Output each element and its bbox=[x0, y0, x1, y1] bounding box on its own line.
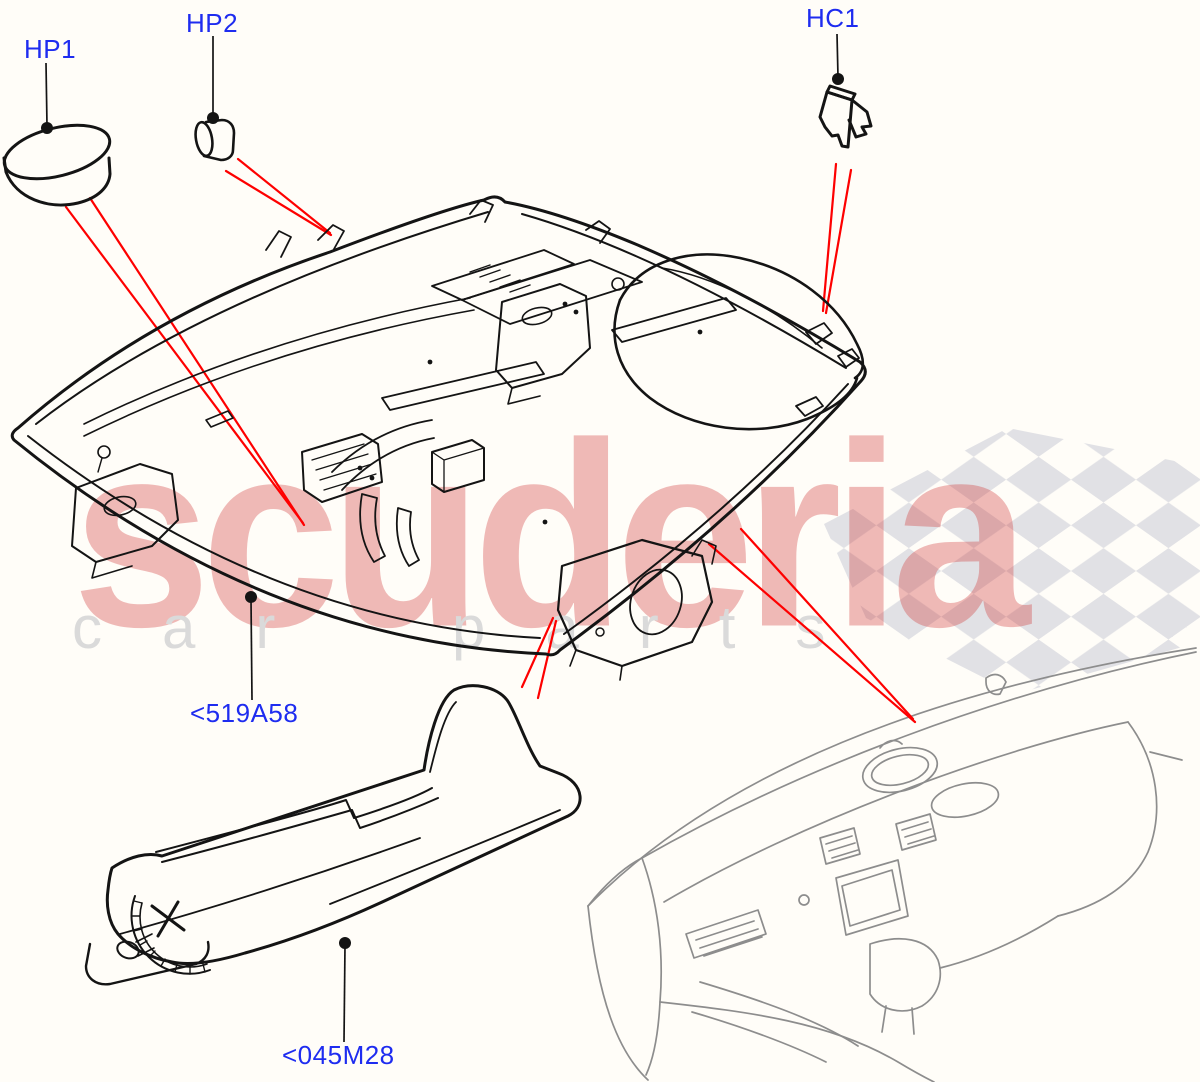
stowage-bin-part bbox=[84, 684, 582, 986]
hp1-cap-part bbox=[2, 123, 112, 207]
console-dome bbox=[613, 253, 865, 431]
bin-ratchet-gear bbox=[116, 895, 211, 975]
part-label-console[interactable]: <519A58 bbox=[190, 698, 299, 728]
watermark-subtitle-text: car parts bbox=[72, 594, 886, 661]
center-screen-sketch bbox=[835, 859, 909, 936]
part-label-hp2[interactable]: HP2 bbox=[186, 8, 239, 38]
part-label-hc1[interactable]: HC1 bbox=[806, 3, 860, 33]
rearview-mirror-sketch bbox=[861, 739, 939, 794]
part-label-bin[interactable]: <045M28 bbox=[282, 1040, 395, 1070]
hp2-plug-part bbox=[194, 118, 236, 162]
hc1-clip-part bbox=[818, 84, 873, 149]
dashboard-reference-drawing bbox=[587, 647, 1197, 1082]
callout-lines-red bbox=[64, 157, 917, 724]
overhead-console-part bbox=[10, 195, 867, 681]
leader-lines bbox=[41, 33, 844, 1043]
part-label-hp1[interactable]: HP1 bbox=[24, 34, 77, 64]
